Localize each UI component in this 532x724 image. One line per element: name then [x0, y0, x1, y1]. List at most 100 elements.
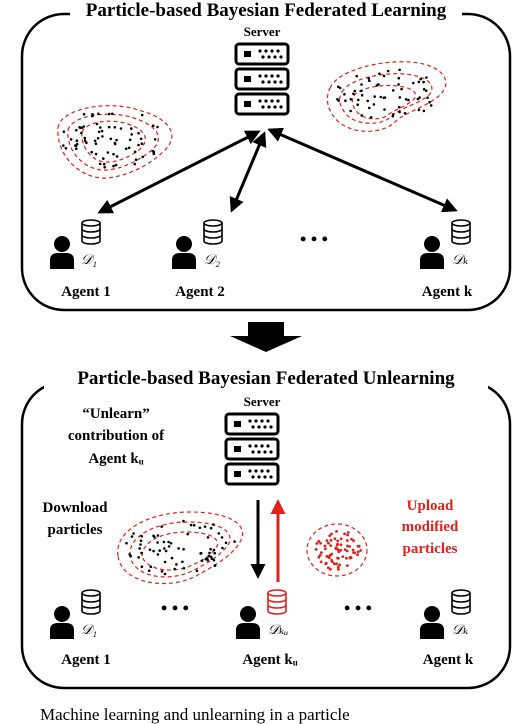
particle-dot	[167, 545, 171, 548]
particle-dot	[132, 532, 135, 535]
particle-dot	[212, 523, 215, 526]
particle-dot	[398, 96, 402, 99]
particle-dot	[346, 533, 349, 537]
download-note: Download particles	[42, 500, 108, 538]
particle-dot	[333, 537, 337, 541]
particle-dot	[356, 550, 360, 554]
agents-ellipsis-left: • • •	[161, 598, 189, 618]
figure-caption: Machine learning and unlearning in a par…	[40, 705, 350, 724]
particle-dot	[212, 559, 216, 562]
particle-dot	[339, 543, 343, 547]
particle-dot	[107, 125, 111, 129]
particle-dot	[62, 130, 66, 133]
svg-text:Agent kᵤ: Agent kᵤ	[88, 451, 143, 467]
particle-dot	[163, 560, 167, 564]
particle-dot	[195, 569, 199, 573]
particle-dot	[403, 112, 407, 115]
particle-dot	[336, 539, 340, 543]
particle-dot	[343, 532, 346, 536]
particle-dot	[422, 109, 426, 113]
particle-dot	[212, 548, 216, 552]
particle-dot	[160, 525, 163, 528]
particle-dot	[164, 549, 168, 553]
particle-dot	[353, 89, 357, 93]
particle-dot	[391, 89, 395, 92]
svg-text:particles: particles	[48, 522, 103, 538]
particle-dot	[345, 564, 349, 567]
particle-dot	[336, 548, 340, 552]
agent-label: Agent k	[423, 652, 474, 668]
particle-dot	[139, 137, 143, 141]
particle-dot	[209, 547, 212, 551]
particle-dot	[329, 544, 333, 547]
particle-dot	[428, 101, 431, 104]
particle-dot	[419, 77, 423, 81]
particle-dot	[369, 116, 373, 119]
agent-2: 𝒟₂ Agent 2	[172, 219, 225, 300]
particle-dot	[140, 565, 144, 568]
particle-dot	[346, 531, 350, 534]
agents-ellipsis-right: • • •	[344, 598, 372, 618]
particle-dot	[83, 136, 87, 140]
particles-downloaded	[125, 519, 236, 576]
particle-dot	[181, 560, 184, 564]
particle-dot	[75, 147, 78, 151]
particle-dot	[109, 137, 113, 141]
particle-dot	[314, 548, 318, 551]
particle-dot	[64, 147, 68, 150]
particle-dot	[367, 77, 371, 80]
particle-dot	[160, 570, 164, 573]
particle-dot	[128, 553, 131, 556]
particle-dot	[156, 553, 160, 556]
particle-dot	[368, 79, 371, 82]
particle-dot	[382, 96, 386, 100]
agent-label: Agent 1	[61, 652, 111, 668]
particle-dot	[357, 98, 360, 102]
particle-dot	[199, 551, 203, 555]
particle-dot	[75, 139, 79, 142]
link-agent1-server	[97, 130, 261, 214]
dataset-label: 𝒟₁	[81, 253, 97, 268]
server-icon	[234, 42, 290, 116]
particle-dot	[163, 547, 166, 550]
dataset-label: 𝒟₂	[204, 253, 220, 268]
svg-text:particles: particles	[403, 541, 458, 557]
particle-dot	[326, 566, 330, 570]
particle-dot	[357, 544, 361, 548]
particle-dot	[233, 540, 236, 543]
server-icon	[224, 412, 280, 486]
particle-dot	[345, 549, 349, 553]
particle-dot	[404, 98, 408, 101]
dataset-label: 𝒟ₖ	[452, 623, 468, 638]
particle-dot	[418, 96, 421, 99]
particle-dot	[346, 539, 349, 542]
particle-dot	[323, 544, 327, 548]
agent-label: Agent kᵤ	[242, 652, 297, 668]
particle-dot	[336, 565, 340, 569]
particle-dot	[112, 152, 115, 156]
particle-dot	[345, 556, 348, 560]
particle-dot	[397, 83, 400, 86]
particle-dot	[382, 74, 386, 78]
particle-dot	[352, 539, 355, 543]
particle-dot	[156, 541, 159, 544]
particle-dot	[368, 106, 371, 110]
particle-dot	[349, 98, 353, 101]
particle-dot	[422, 80, 425, 84]
particle-dot	[124, 147, 128, 150]
particle-dot	[82, 113, 86, 116]
particle-dot	[75, 128, 78, 132]
particle-dot	[412, 81, 415, 85]
particle-dot	[330, 532, 333, 536]
particle-dot	[373, 95, 377, 98]
agent-icon	[236, 606, 260, 639]
database-icon	[451, 589, 471, 615]
particle-dot	[417, 80, 421, 84]
particle-dot	[335, 530, 338, 533]
particle-dot	[158, 549, 161, 552]
database-icon	[451, 219, 471, 245]
particle-dot	[355, 74, 359, 78]
particle-dot	[329, 567, 332, 571]
agent-label: Agent 2	[175, 284, 225, 300]
particle-dot	[125, 541, 128, 545]
